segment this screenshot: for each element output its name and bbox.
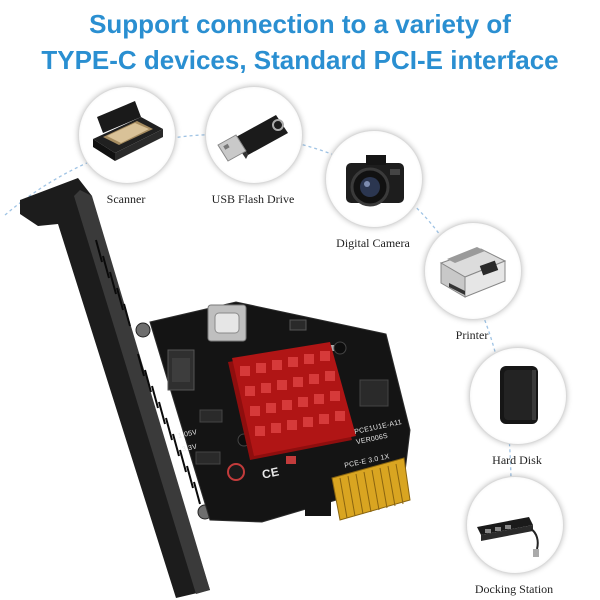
usb-flash-drive-icon	[217, 115, 288, 162]
hard-disk-label: Hard Disk	[492, 453, 542, 467]
headline-line-1: Support connection to a variety of	[89, 9, 511, 39]
heatsink	[228, 342, 356, 460]
usb-flash-drive-circle	[205, 86, 303, 184]
docking-station-circle	[466, 476, 564, 574]
digital-camera-label: Digital Camera	[336, 236, 410, 250]
scanner-label: Scanner	[106, 192, 146, 206]
docking-station-label: Docking Station	[474, 582, 554, 596]
headline: Support connection to a variety of TYPE-…	[0, 6, 600, 78]
scanner-circle	[78, 86, 176, 184]
digital-camera-circle	[325, 130, 423, 228]
pcie-gold-fingers	[305, 457, 411, 521]
printer-circle	[424, 222, 522, 320]
printer-icon	[439, 247, 507, 298]
headline-line-2: TYPE-C devices, Standard PCI-E interface	[41, 45, 559, 75]
scanner-icon	[93, 101, 163, 161]
type-c-port	[207, 304, 247, 342]
digital-camera-icon	[346, 155, 404, 207]
pcb-components	[167, 319, 389, 481]
docking-station-icon	[477, 517, 539, 557]
usb-flash-drive-label: USB Flash Drive	[211, 192, 295, 206]
printer-label: Printer	[455, 328, 489, 342]
hard-disk-circle	[469, 347, 567, 445]
hard-disk-icon	[500, 366, 538, 424]
